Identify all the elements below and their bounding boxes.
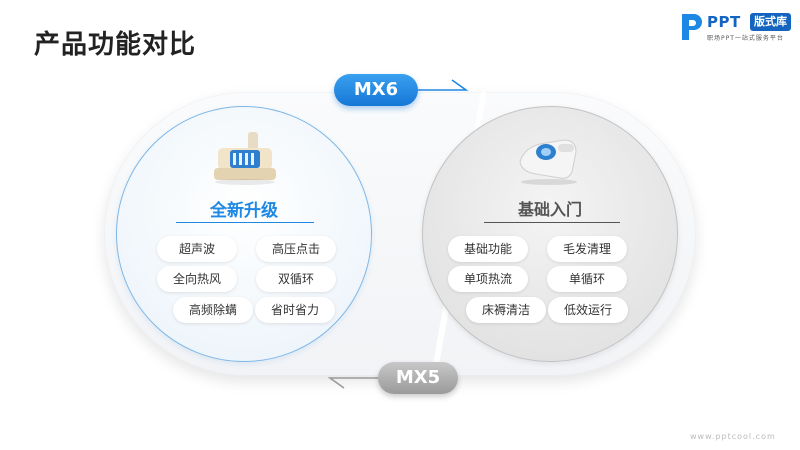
feature-pill: 全向热风 — [157, 266, 237, 292]
new-model-heading: 全新升级 — [210, 201, 278, 221]
mx6-product-image — [214, 132, 276, 185]
bottom-arrow-line — [327, 377, 378, 389]
feature-pill: 低效运行 — [548, 297, 628, 323]
feature-pill: 高压点击 — [256, 236, 336, 262]
logo-tagline: 职场PPT一站式服务平台 — [707, 35, 784, 42]
mx6-badge: MX6 — [334, 74, 418, 106]
feature-pill: 双循环 — [256, 266, 336, 292]
logo-wordmark: PPT — [707, 13, 741, 31]
watermark: www.pptcool.com — [690, 432, 776, 441]
feature-pill: 基础功能 — [448, 236, 528, 262]
mx5-product-image — [519, 139, 577, 185]
new-model-divider — [176, 222, 314, 223]
mx5-badge: MX5 — [378, 362, 458, 394]
feature-pill: 省时省力 — [255, 297, 335, 323]
basic-model-heading: 基础入门 — [517, 200, 582, 219]
feature-pill: 单项热流 — [448, 266, 528, 292]
logo-badge: 版式库 — [750, 13, 791, 31]
feature-pill: 超声波 — [157, 236, 237, 262]
top-arrow-line — [418, 79, 469, 91]
feature-pill: 单循环 — [547, 266, 627, 292]
feature-pill: 床褥清洁 — [466, 297, 546, 323]
feature-pill: 高频除螨 — [173, 297, 253, 323]
basic-model-divider — [484, 222, 620, 223]
brand-logo: PPT 版式库 职场PPT一站式服务平台 — [680, 10, 792, 46]
feature-pill: 毛发清理 — [547, 236, 627, 262]
logo-p-icon — [682, 14, 702, 40]
page-title: 产品功能对比 — [34, 30, 197, 60]
